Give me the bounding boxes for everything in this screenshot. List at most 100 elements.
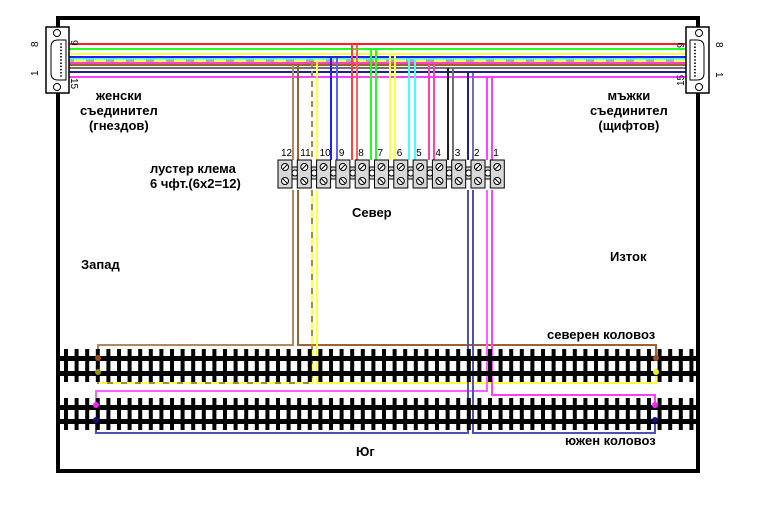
screw-slot <box>359 178 365 184</box>
north-track-tie <box>435 349 439 382</box>
connection-dot-magenta-west <box>93 402 99 408</box>
north-track-tie <box>424 349 429 382</box>
north-track-tie <box>138 349 143 382</box>
screw-slot <box>456 178 462 184</box>
north-rail-top <box>60 356 696 361</box>
south-track-tie <box>477 398 482 430</box>
south-track-tie <box>382 398 386 430</box>
south-track-tie <box>223 398 227 430</box>
female-connector-label: женски съединител (гнездов) <box>80 88 158 133</box>
north-track-tie <box>583 349 588 382</box>
north-track-tie <box>244 349 249 382</box>
south-track-tie <box>286 398 291 430</box>
south-track-tie <box>562 398 567 430</box>
screw-slot <box>321 164 326 170</box>
north-track-tie <box>625 349 630 382</box>
screw-slot <box>379 164 384 170</box>
screw-slot <box>359 164 365 170</box>
screw-slot <box>456 164 462 170</box>
north-track-tie <box>148 349 153 382</box>
left-connector-screw-top <box>53 29 61 37</box>
connector-pin <box>60 49 62 52</box>
south-track-tie <box>647 398 651 430</box>
south-track-tie <box>180 398 185 430</box>
terminal-block-label: лустер клема 6 чфт.(6x2=12) <box>150 161 241 191</box>
north-track-tie <box>276 349 280 382</box>
north-track-tie <box>689 349 694 382</box>
south-track-tie <box>170 398 174 430</box>
north-track-tie <box>562 349 567 382</box>
south-track-tie <box>530 398 535 430</box>
north-track-tie <box>668 349 673 382</box>
terminal-number: 3 <box>455 148 461 159</box>
connector-pin <box>694 71 696 74</box>
north-track-tie <box>64 349 68 382</box>
connector-pin <box>60 52 62 55</box>
male-db-connector: 8 1 9 15 <box>676 26 724 94</box>
wire-bus <box>66 43 690 78</box>
east-label: Изток <box>610 249 647 264</box>
south-track-tie <box>657 398 662 430</box>
connector-pin <box>60 46 62 49</box>
feeder-yellow-left-dash <box>97 190 313 384</box>
south-track-tie <box>413 398 418 430</box>
connector-pin <box>694 75 696 77</box>
south-track-tie <box>498 398 503 430</box>
feeder-magenta-right <box>491 190 656 405</box>
north-track-tie <box>477 349 482 382</box>
south-track-tie <box>117 398 121 430</box>
south-track-tie <box>668 398 673 430</box>
screw-slot <box>494 164 500 170</box>
north-rail-bottom <box>60 371 696 376</box>
north-track-tie <box>488 349 492 382</box>
south-track-tie <box>541 398 545 430</box>
south-track-tie <box>191 398 196 430</box>
south-track-tie <box>85 398 90 430</box>
south-track-tie <box>339 398 344 430</box>
north-track-tie <box>371 349 376 382</box>
south-track-tie <box>350 398 355 430</box>
south-track-tie <box>297 398 302 430</box>
feeder-brown-right <box>297 190 657 358</box>
south-track-tie <box>233 398 238 430</box>
north-track-tie <box>594 349 598 382</box>
south-track-tie <box>572 398 577 430</box>
south-track-tie <box>519 398 524 430</box>
north-track-tie <box>297 349 302 382</box>
north-track-tie <box>223 349 227 382</box>
north-label: Север <box>352 205 392 220</box>
connector-pin <box>694 55 696 58</box>
north-track-label: северен коловоз <box>547 327 656 342</box>
north-track-tie <box>307 349 312 382</box>
connector-pin <box>60 43 62 45</box>
south-track-tie <box>604 398 609 430</box>
screw-slot <box>475 178 481 184</box>
connector-pin <box>694 52 696 55</box>
south-track-tie <box>625 398 630 430</box>
south-track-tie <box>445 398 450 430</box>
north-track-tie <box>678 349 683 382</box>
right-pin-label-9: 9 <box>676 42 687 48</box>
screw-slot <box>475 164 481 170</box>
south-track-tie <box>64 398 68 430</box>
terminal-number: 7 <box>378 148 384 159</box>
track-feeders <box>95 190 657 434</box>
right-pin-label-15: 15 <box>676 74 687 86</box>
north-track-tie <box>329 349 333 382</box>
connector-pin <box>694 62 696 65</box>
south-track-tie <box>307 398 312 430</box>
connector-pin <box>60 65 62 68</box>
connector-pin <box>60 71 62 74</box>
north-track-tie <box>127 349 132 382</box>
north-track <box>60 349 696 382</box>
north-track-tie <box>339 349 344 382</box>
connection-dot-brown-east <box>653 355 659 361</box>
north-track-tie <box>392 349 397 382</box>
north-track-tie <box>201 349 206 382</box>
north-track-tie <box>117 349 121 382</box>
right-connector-body <box>689 39 705 81</box>
south-track-tie <box>678 398 683 430</box>
screw-slot <box>321 178 326 184</box>
south-track <box>60 398 696 430</box>
